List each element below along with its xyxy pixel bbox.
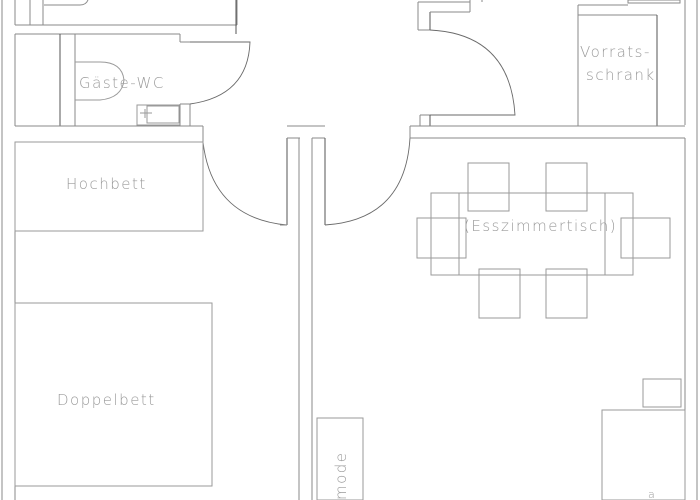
pantry-label-line2: schrank (586, 66, 656, 84)
double-bed (14, 302, 213, 487)
chair-left (416, 217, 467, 259)
chair-bottom-left (478, 268, 521, 319)
dining-table (430, 192, 634, 276)
loft-bed (14, 141, 204, 232)
dresser-label: mode (332, 451, 350, 500)
chair-bottom-right (545, 268, 588, 319)
hallway-top (417, 0, 516, 126)
side-table (642, 378, 682, 408)
dining-set (416, 162, 671, 319)
pantry-room (410, 0, 685, 139)
loft-bed-label: Hochbett (66, 175, 147, 193)
wc-door-swing (189, 41, 251, 105)
toilet-icon (75, 61, 125, 101)
chair-top-right (545, 162, 588, 212)
hall-door-swing-top (429, 29, 516, 116)
dresser (316, 417, 364, 500)
guest-wc-label: Gäste-WC (79, 74, 165, 92)
top-left-room (15, 0, 238, 34)
cabinet-bottom-right (601, 409, 686, 500)
bedroom-door-swing (202, 141, 288, 226)
living-door-swing (324, 137, 411, 226)
chair-top-left (467, 162, 510, 212)
pantry-label-line1: Vorrats- (580, 43, 651, 61)
sink-icon (136, 104, 181, 126)
dining-table-label: (Esszimmertisch) (464, 217, 617, 235)
cabinet-label-fragment: a (648, 488, 656, 500)
double-bed-label: Doppelbett (57, 391, 156, 409)
chair-right (620, 217, 671, 259)
guest-wc-room (15, 33, 251, 140)
